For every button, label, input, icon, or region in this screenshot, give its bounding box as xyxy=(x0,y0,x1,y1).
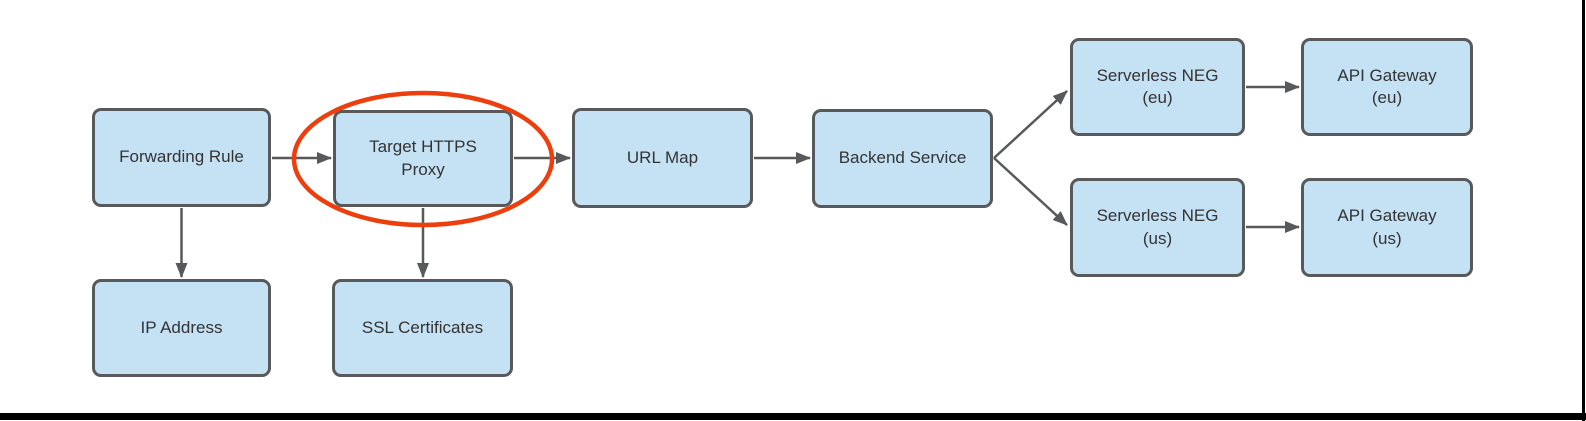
node-forwarding-rule: Forwarding Rule xyxy=(92,108,271,207)
connector-backend-service-to-serverless-neg-eu xyxy=(993,90,1068,159)
node-target-https-proxy-label: Target HTTPS Proxy xyxy=(369,137,477,179)
node-serverless-neg-us: Serverless NEG (us) xyxy=(1070,178,1245,277)
node-forwarding-rule-label: Forwarding Rule xyxy=(119,147,244,167)
node-api-gateway-eu-label: API Gateway (eu) xyxy=(1337,65,1437,107)
node-serverless-neg-eu-label: Serverless NEG (eu) xyxy=(1096,65,1219,107)
node-target-https-proxy: Target HTTPS Proxy xyxy=(333,110,513,207)
right-frame-line xyxy=(1582,0,1585,421)
bottom-frame-bar xyxy=(0,413,1586,420)
node-backend-service: Backend Service xyxy=(812,109,993,208)
node-ssl-certificates: SSL Certificates xyxy=(332,279,513,377)
node-backend-service-label: Backend Service xyxy=(838,148,967,168)
connector-backend-service-to-serverless-neg-us xyxy=(993,157,1068,226)
node-url-map-label: URL Map xyxy=(626,147,699,167)
node-api-gateway-us: API Gateway (us) xyxy=(1301,178,1473,277)
node-api-gateway-eu: API Gateway (eu) xyxy=(1301,38,1473,136)
node-ip-address-label: IP Address xyxy=(140,317,223,337)
node-serverless-neg-us-label: Serverless NEG (us) xyxy=(1096,206,1219,248)
node-ssl-certificates-label: SSL Certificates xyxy=(361,317,484,337)
node-ip-address: IP Address xyxy=(92,279,271,377)
node-url-map: URL Map xyxy=(572,108,753,208)
node-api-gateway-us-label: API Gateway (us) xyxy=(1337,206,1437,248)
node-serverless-neg-eu: Serverless NEG (eu) xyxy=(1070,38,1245,136)
